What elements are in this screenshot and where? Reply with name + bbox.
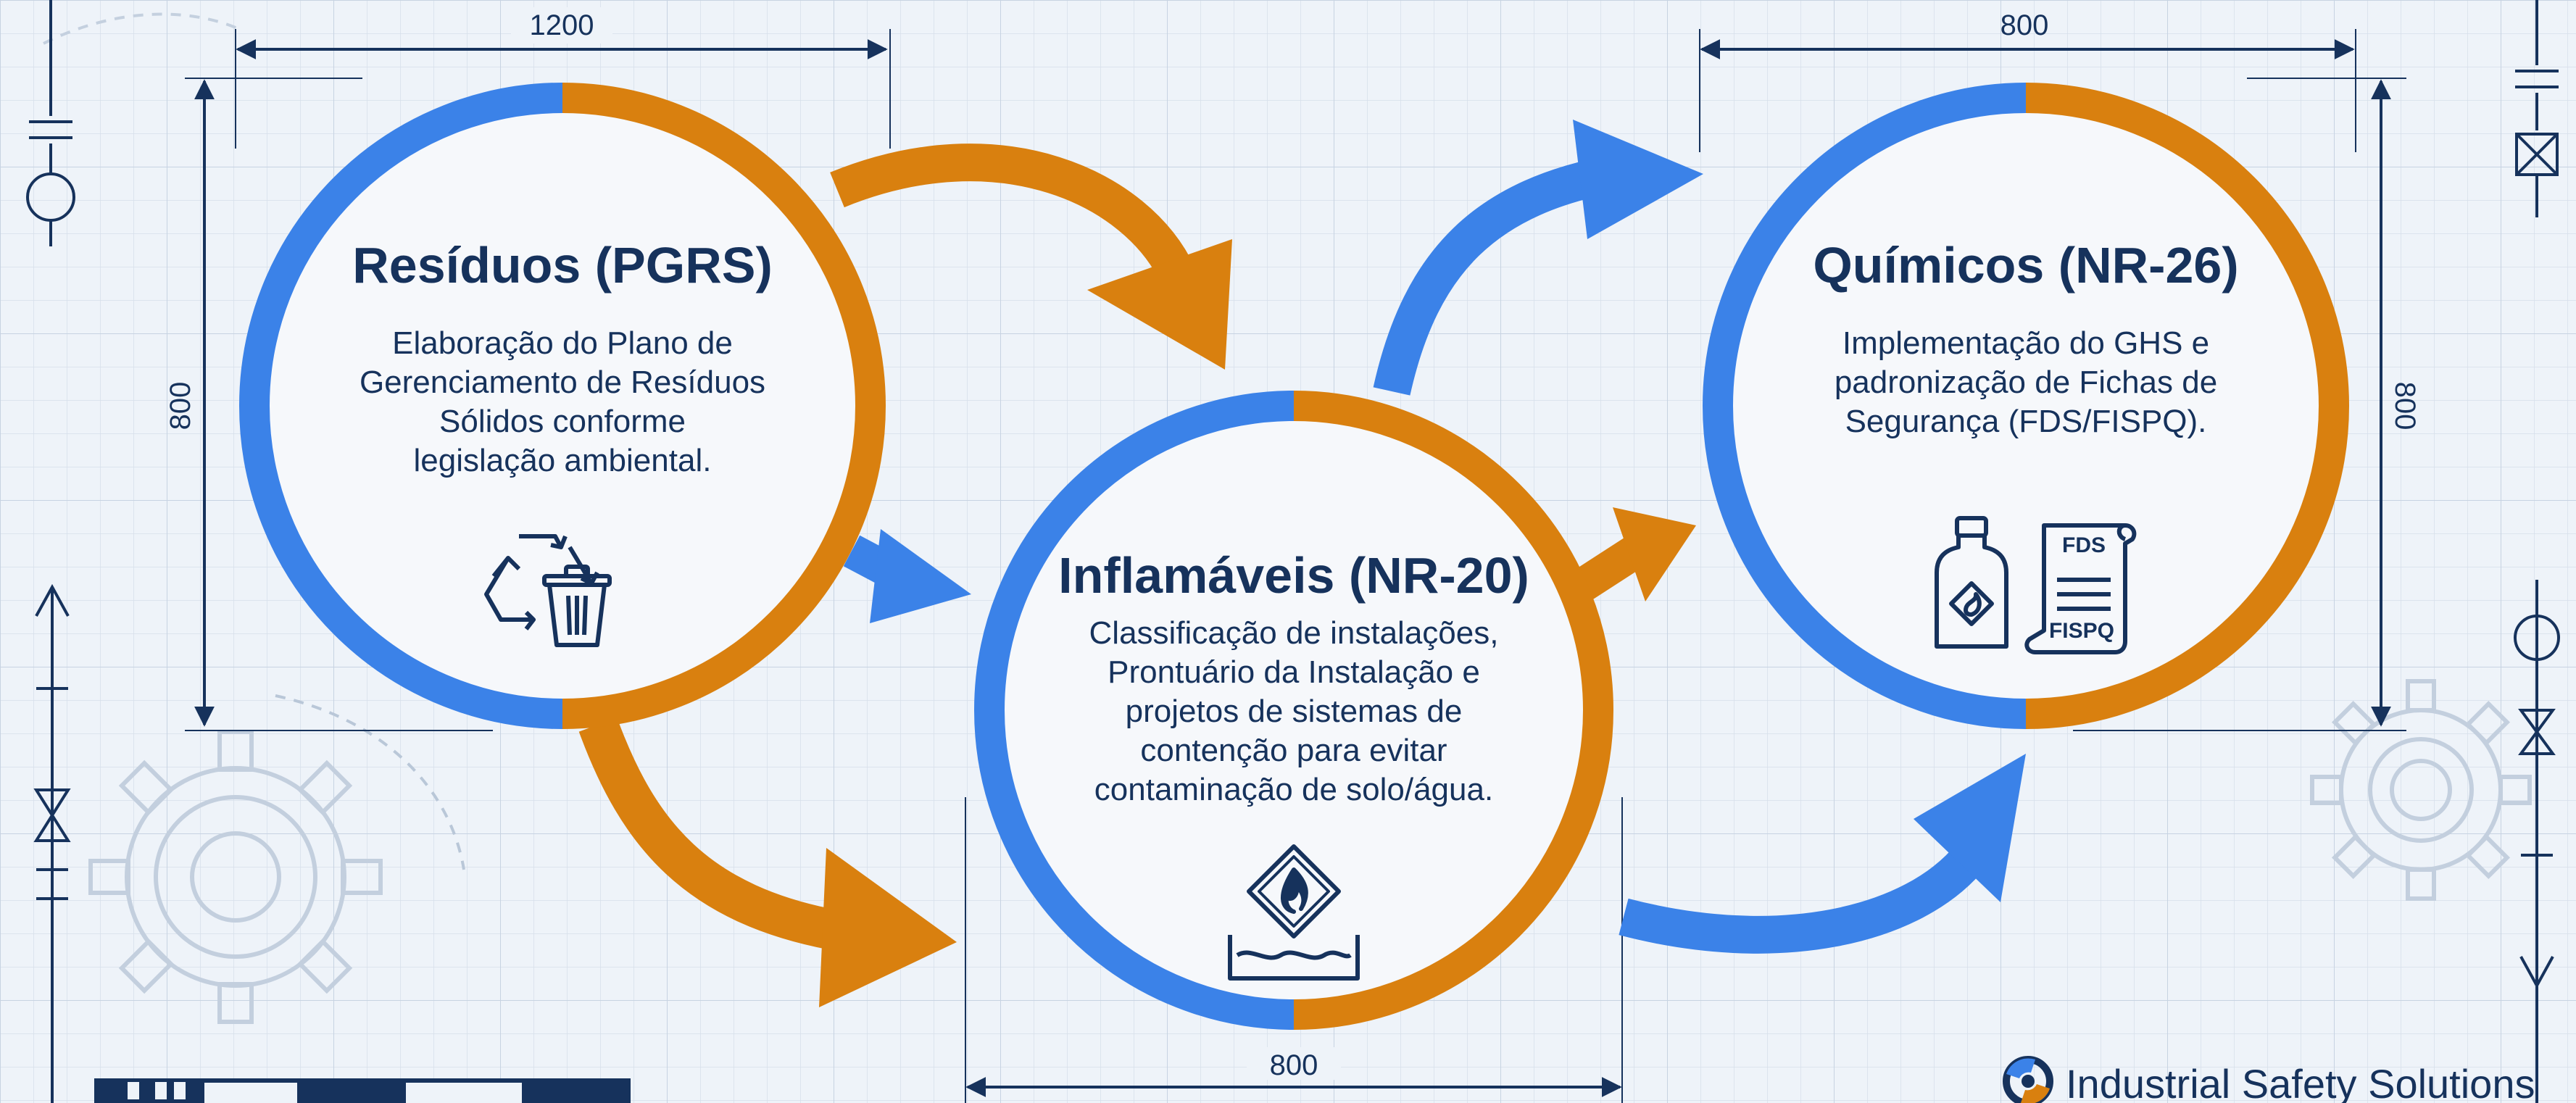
quimicos-desc-line: Implementação do GHS e [1842, 325, 2209, 361]
inflamaveis-desc-line: Prontuário da Instalação e [1108, 654, 1480, 690]
scale-bar [94, 1078, 631, 1103]
residuos-title: Resíduos (PGRS) [352, 237, 773, 294]
dim-right-width-label: 800 [2000, 9, 2049, 41]
gear-decoration-left-icon [88, 730, 383, 1024]
sds-label-fds: FDS [2062, 533, 2106, 557]
flow-arrow-top-orange [830, 143, 1232, 370]
inflamaveis-desc-line: contaminação de solo/água. [1094, 772, 1493, 807]
residuos-desc-line: Elaboração do Plano de [392, 325, 733, 361]
flow-arrow-mid-orange [1570, 507, 1696, 602]
dashed-arc-decoration [275, 694, 465, 870]
schematic-symbols-right [2514, 0, 2560, 1103]
flow-arrow-up-blue [1373, 120, 1703, 396]
inflamaveis-desc-line: Classificação de instalações, [1089, 615, 1499, 651]
inflamaveis-desc-line: projetos de sistemas de [1126, 694, 1463, 729]
quimicos-title: Químicos (NR-26) [1813, 237, 2238, 294]
brand-name: Industrial Safety Solutions [2066, 1061, 2535, 1103]
flow-arrow-bottom-orange [578, 717, 957, 1007]
dim-left-width-label: 1200 [530, 9, 594, 41]
node-quimicos [1703, 83, 2349, 729]
dim-center-width-label: 800 [1270, 1049, 1318, 1081]
node-residuos [239, 83, 886, 729]
gear-logo-icon [2003, 1056, 2053, 1103]
residuos-desc-line: Gerenciamento de Resíduos [360, 365, 765, 400]
dim-right-height-label: 800 [2389, 382, 2421, 430]
inflamaveis-desc-line: contenção para evitar [1140, 733, 1447, 768]
inflamaveis-title: Inflamáveis (NR-20) [1058, 547, 1529, 604]
dim-left-height-label: 800 [165, 382, 196, 430]
node-inflamaveis [974, 391, 1613, 1030]
dimension-lines [185, 29, 2406, 1103]
flow-arrow-bottom-blue [1619, 754, 2026, 954]
flow-arrow-mid-blue [843, 529, 971, 623]
recycle-trash-icon [484, 534, 612, 647]
gear-decoration-right-icon [2310, 679, 2532, 901]
flammable-containment-icon [1228, 844, 1360, 981]
quimicos-desc-line: Segurança (FDS/FISPQ). [1845, 404, 2207, 439]
sds-label-fispq: FISPQ [2049, 619, 2114, 643]
safety-data-sheet-icon [2024, 523, 2137, 654]
schematic-symbols-left [26, 0, 75, 1103]
quimicos-desc-line: padronização de Fichas de [1835, 365, 2217, 400]
chemical-bottle-icon [1935, 516, 2008, 649]
residuos-desc-line: Sólidos conforme [439, 404, 686, 439]
residuos-desc-line: legislação ambiental. [414, 443, 712, 478]
